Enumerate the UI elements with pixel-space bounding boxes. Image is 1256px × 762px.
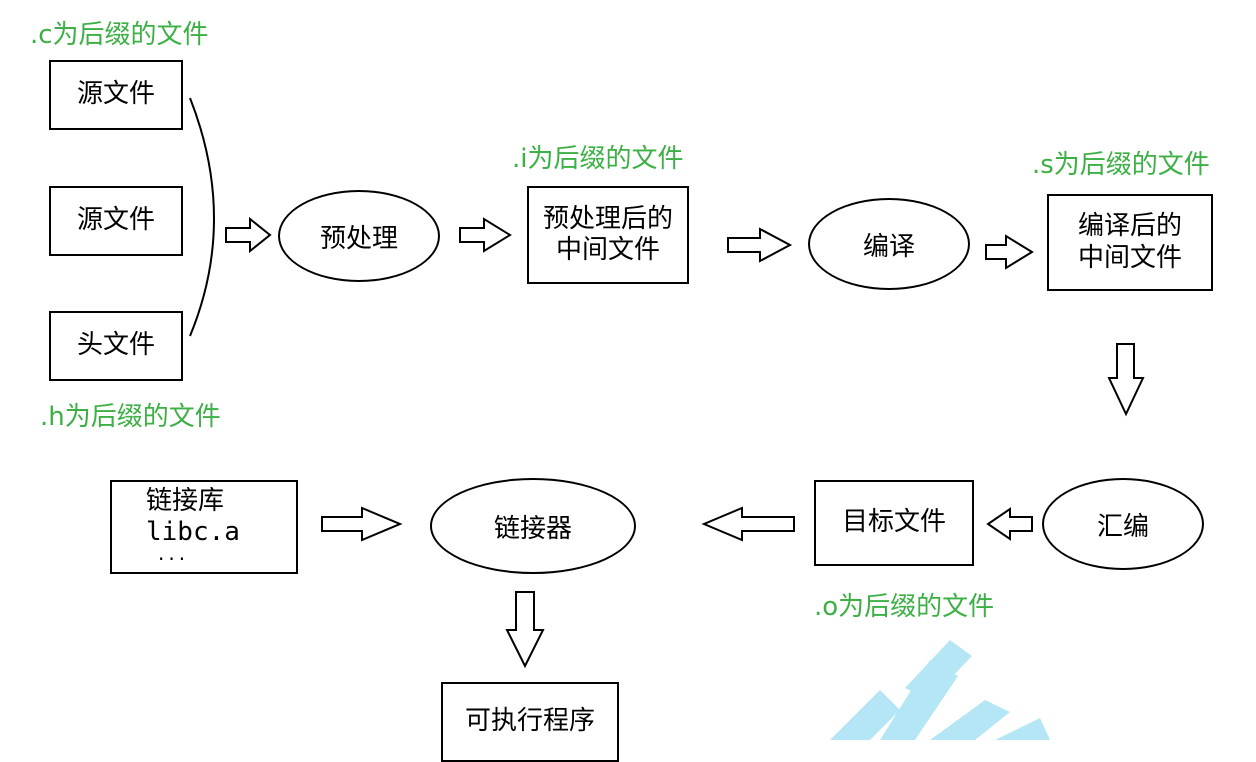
compile-process-diagram: .c为后缀的文件 .h为后缀的文件 .i为后缀的文件 .s为后缀的文件 .o为后… (30, 20, 1213, 762)
linker-label: 链接器 (493, 513, 572, 544)
preprocess-node: 预处理 (278, 190, 440, 282)
arrow-library-to-linker (321, 506, 403, 542)
compiled-file-box: 编译后的 中间文件 (1047, 194, 1213, 291)
preprocessed-file-label-2: 中间文件 (555, 235, 660, 265)
preprocessed-file-box: 预处理后的 中间文件 (527, 186, 689, 284)
object-file-box: 目标文件 (814, 480, 974, 566)
arrow-file-to-compile (727, 227, 793, 263)
compile-label: 编译 (862, 231, 915, 262)
library-title: 链接库 (146, 486, 225, 516)
arrow-compile-to-file (985, 234, 1034, 270)
linker-node: 链接器 (430, 478, 636, 574)
source-file-box-2: 源文件 (49, 186, 183, 256)
preprocess-label: 预处理 (319, 223, 398, 254)
compile-node: 编译 (808, 198, 970, 290)
arrow-assemble-to-object (986, 507, 1033, 541)
library-box: 链接库 libc.a ... (110, 480, 298, 574)
watermark-logo (830, 640, 1050, 740)
compiled-file-label-1: 编译后的 (1077, 211, 1182, 242)
source-file-box-1: 源文件 (49, 60, 183, 130)
header-file-box: 头文件 (49, 311, 183, 381)
compiled-file-label-2: 中间文件 (1077, 242, 1182, 273)
assemble-label: 汇编 (1096, 511, 1149, 542)
library-more: ... (158, 541, 190, 566)
i-suffix-note: .i为后缀的文件 (512, 144, 684, 174)
executable-label: 可执行程序 (464, 706, 595, 736)
o-suffix-note: .o为后缀的文件 (814, 592, 995, 622)
source-file-label-1: 源文件 (76, 79, 155, 110)
executable-box: 可执行程序 (441, 682, 619, 762)
c-suffix-note: .c为后缀的文件 (30, 20, 209, 50)
arrows-layer (189, 97, 1145, 740)
arrow-preprocess-to-file (459, 217, 512, 253)
h-suffix-note: .h为后缀的文件 (40, 402, 221, 432)
arrow-inputs-to-preprocess (225, 216, 272, 254)
s-suffix-note: .s为后缀的文件 (1032, 150, 1210, 180)
preprocessed-file-label-1: 预处理后的 (542, 203, 673, 234)
library-example: libc.a (146, 517, 240, 548)
object-file-label: 目标文件 (841, 507, 946, 538)
source-file-label-2: 源文件 (76, 205, 155, 236)
input-group-bracket (189, 97, 215, 337)
header-file-label: 头文件 (76, 330, 155, 361)
arrow-compiled-to-assemble (1107, 343, 1145, 417)
arrow-object-to-linker (701, 506, 795, 542)
arrow-linker-to-executable (505, 591, 545, 669)
assemble-node: 汇编 (1042, 478, 1204, 570)
